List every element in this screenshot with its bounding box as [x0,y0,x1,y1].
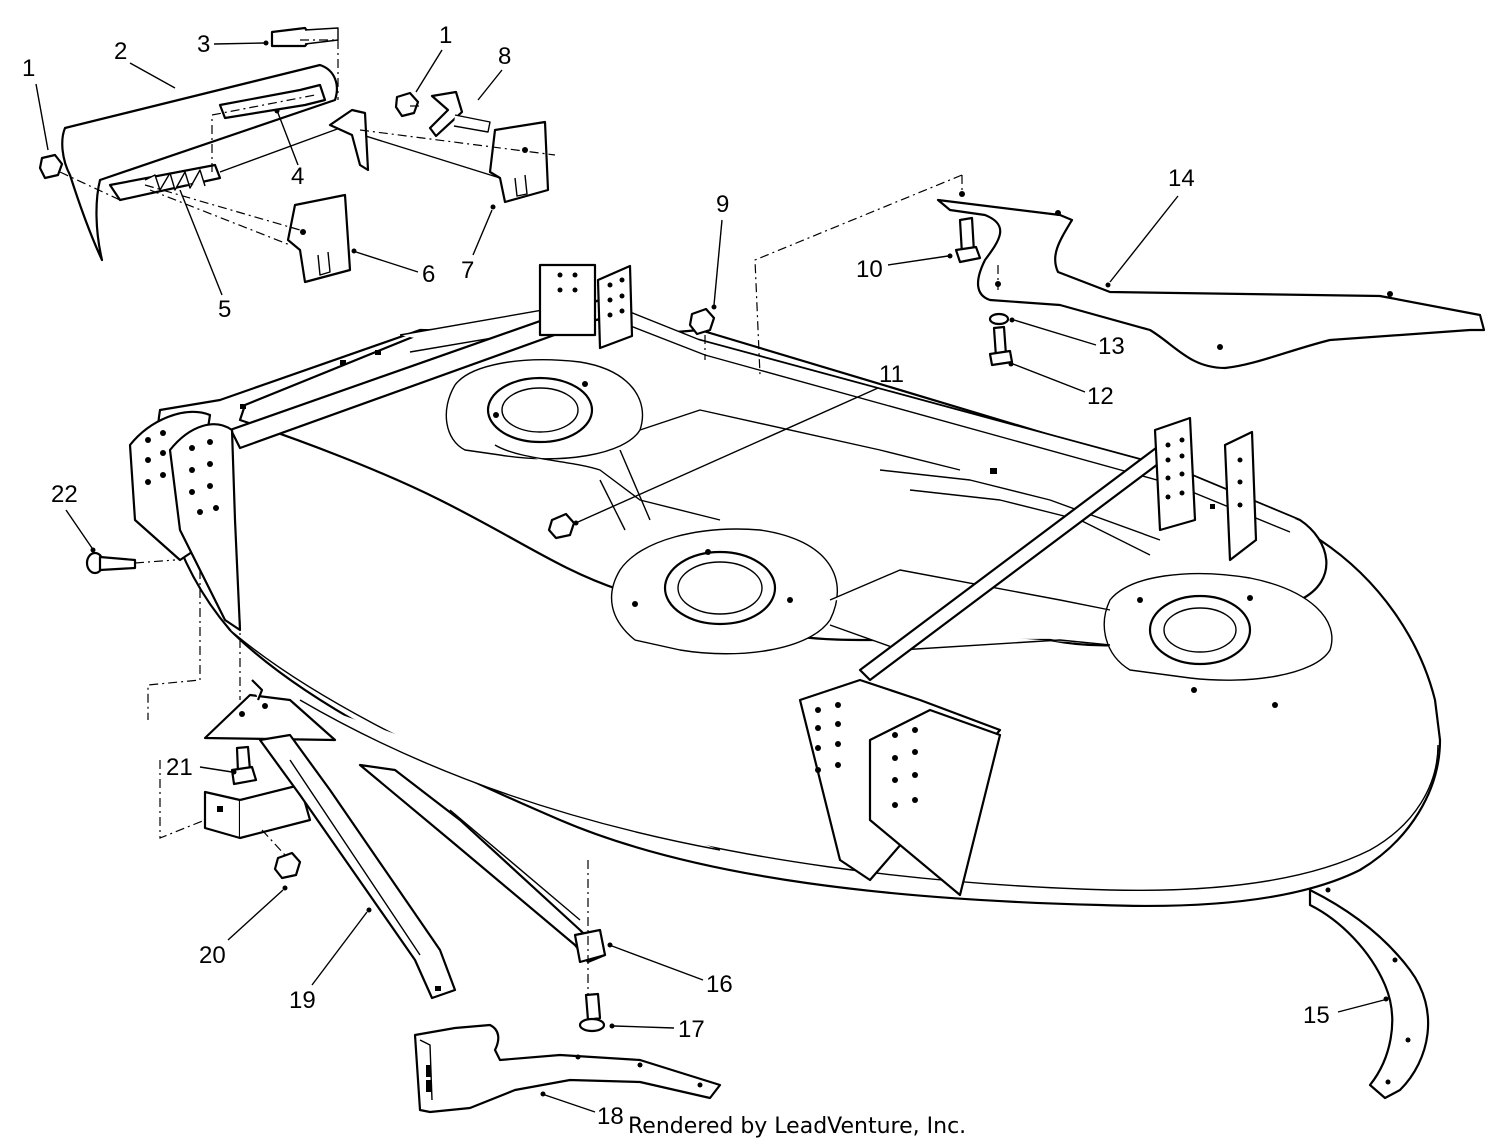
callout-5: 5 [218,296,231,323]
callout-12: 12 [1087,383,1114,410]
front-right-brackets [798,678,1002,897]
front-left-brackets [128,410,242,632]
callout-9: 9 [716,191,729,218]
callout-21: 21 [166,754,193,781]
callout-20: 20 [199,942,226,969]
callout-16: 16 [706,971,733,998]
part-14-bracket [754,174,1486,376]
callout-17: 17 [678,1016,705,1043]
callout-1-right: 1 [439,22,452,49]
callout-10: 10 [856,256,883,283]
front-hanger-bar [858,416,1258,682]
callout-22: 22 [51,481,78,508]
footer-credit: Rendered by LeadVenture, Inc. [628,1114,966,1139]
callout-15: 15 [1303,1002,1330,1029]
part-18-bracket [413,1023,722,1114]
lower-left-brackets [85,551,607,1033]
callout-4: 4 [291,163,304,190]
small-fasteners-right [954,216,1014,367]
callout-8: 8 [498,43,511,70]
part-11-nut [547,512,576,540]
rear-hanger-bar [228,263,634,450]
belt-cover-assembly [38,26,556,284]
part-15-strap [1308,887,1430,1100]
callout-14: 14 [1168,165,1195,192]
part-9-nut [688,307,716,336]
callout-11: 11 [879,361,904,388]
spindle-wells [445,359,1333,681]
callout-19: 19 [289,987,316,1014]
callout-3: 3 [197,31,210,58]
callout-18: 18 [597,1103,624,1130]
callout-2: 2 [114,38,127,65]
callout-6: 6 [422,261,435,288]
callout-13: 13 [1098,333,1125,360]
callout-7: 7 [461,257,474,284]
callout-1-left: 1 [22,55,35,82]
callouts: 1 2 3 1 8 4 5 6 7 9 14 [22,22,1389,1130]
